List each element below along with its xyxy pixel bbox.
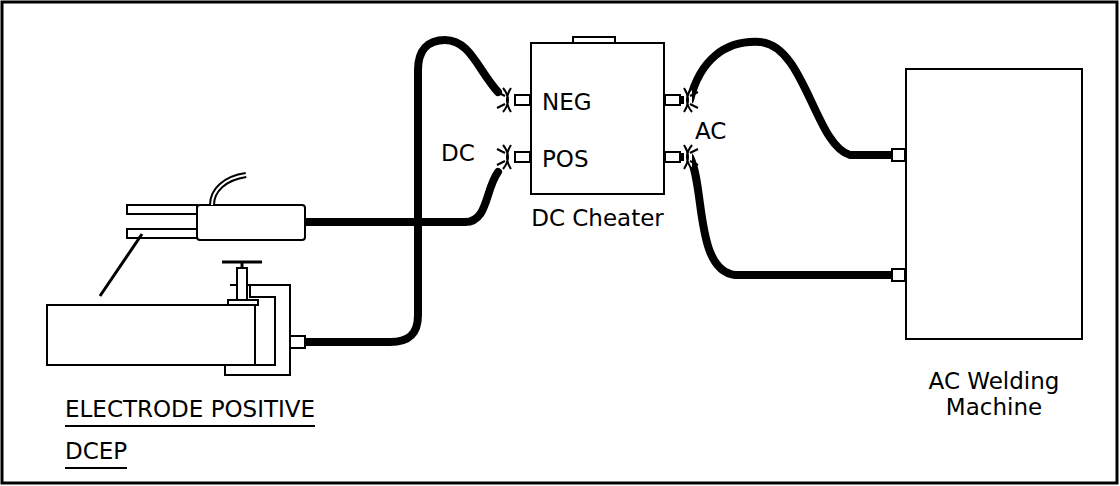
terminal-label: POS <box>542 146 589 172</box>
welding-cable <box>665 157 905 275</box>
device-name: DC Cheater <box>513 205 683 231</box>
caption-line: DCEP <box>65 438 127 469</box>
caption-line: ELECTRODE POSITIVE <box>65 396 315 427</box>
welding-machine-box: AC Welding Machine <box>905 68 1083 340</box>
polarity-label: AC <box>695 118 726 144</box>
terminal-label: NEG <box>542 89 592 115</box>
device-name: AC Welding Machine <box>894 368 1094 421</box>
polarity-label: DC <box>441 140 475 166</box>
dc-cheater-box: NEGPOSDC Cheater <box>530 42 665 195</box>
welding-cable <box>665 42 905 155</box>
